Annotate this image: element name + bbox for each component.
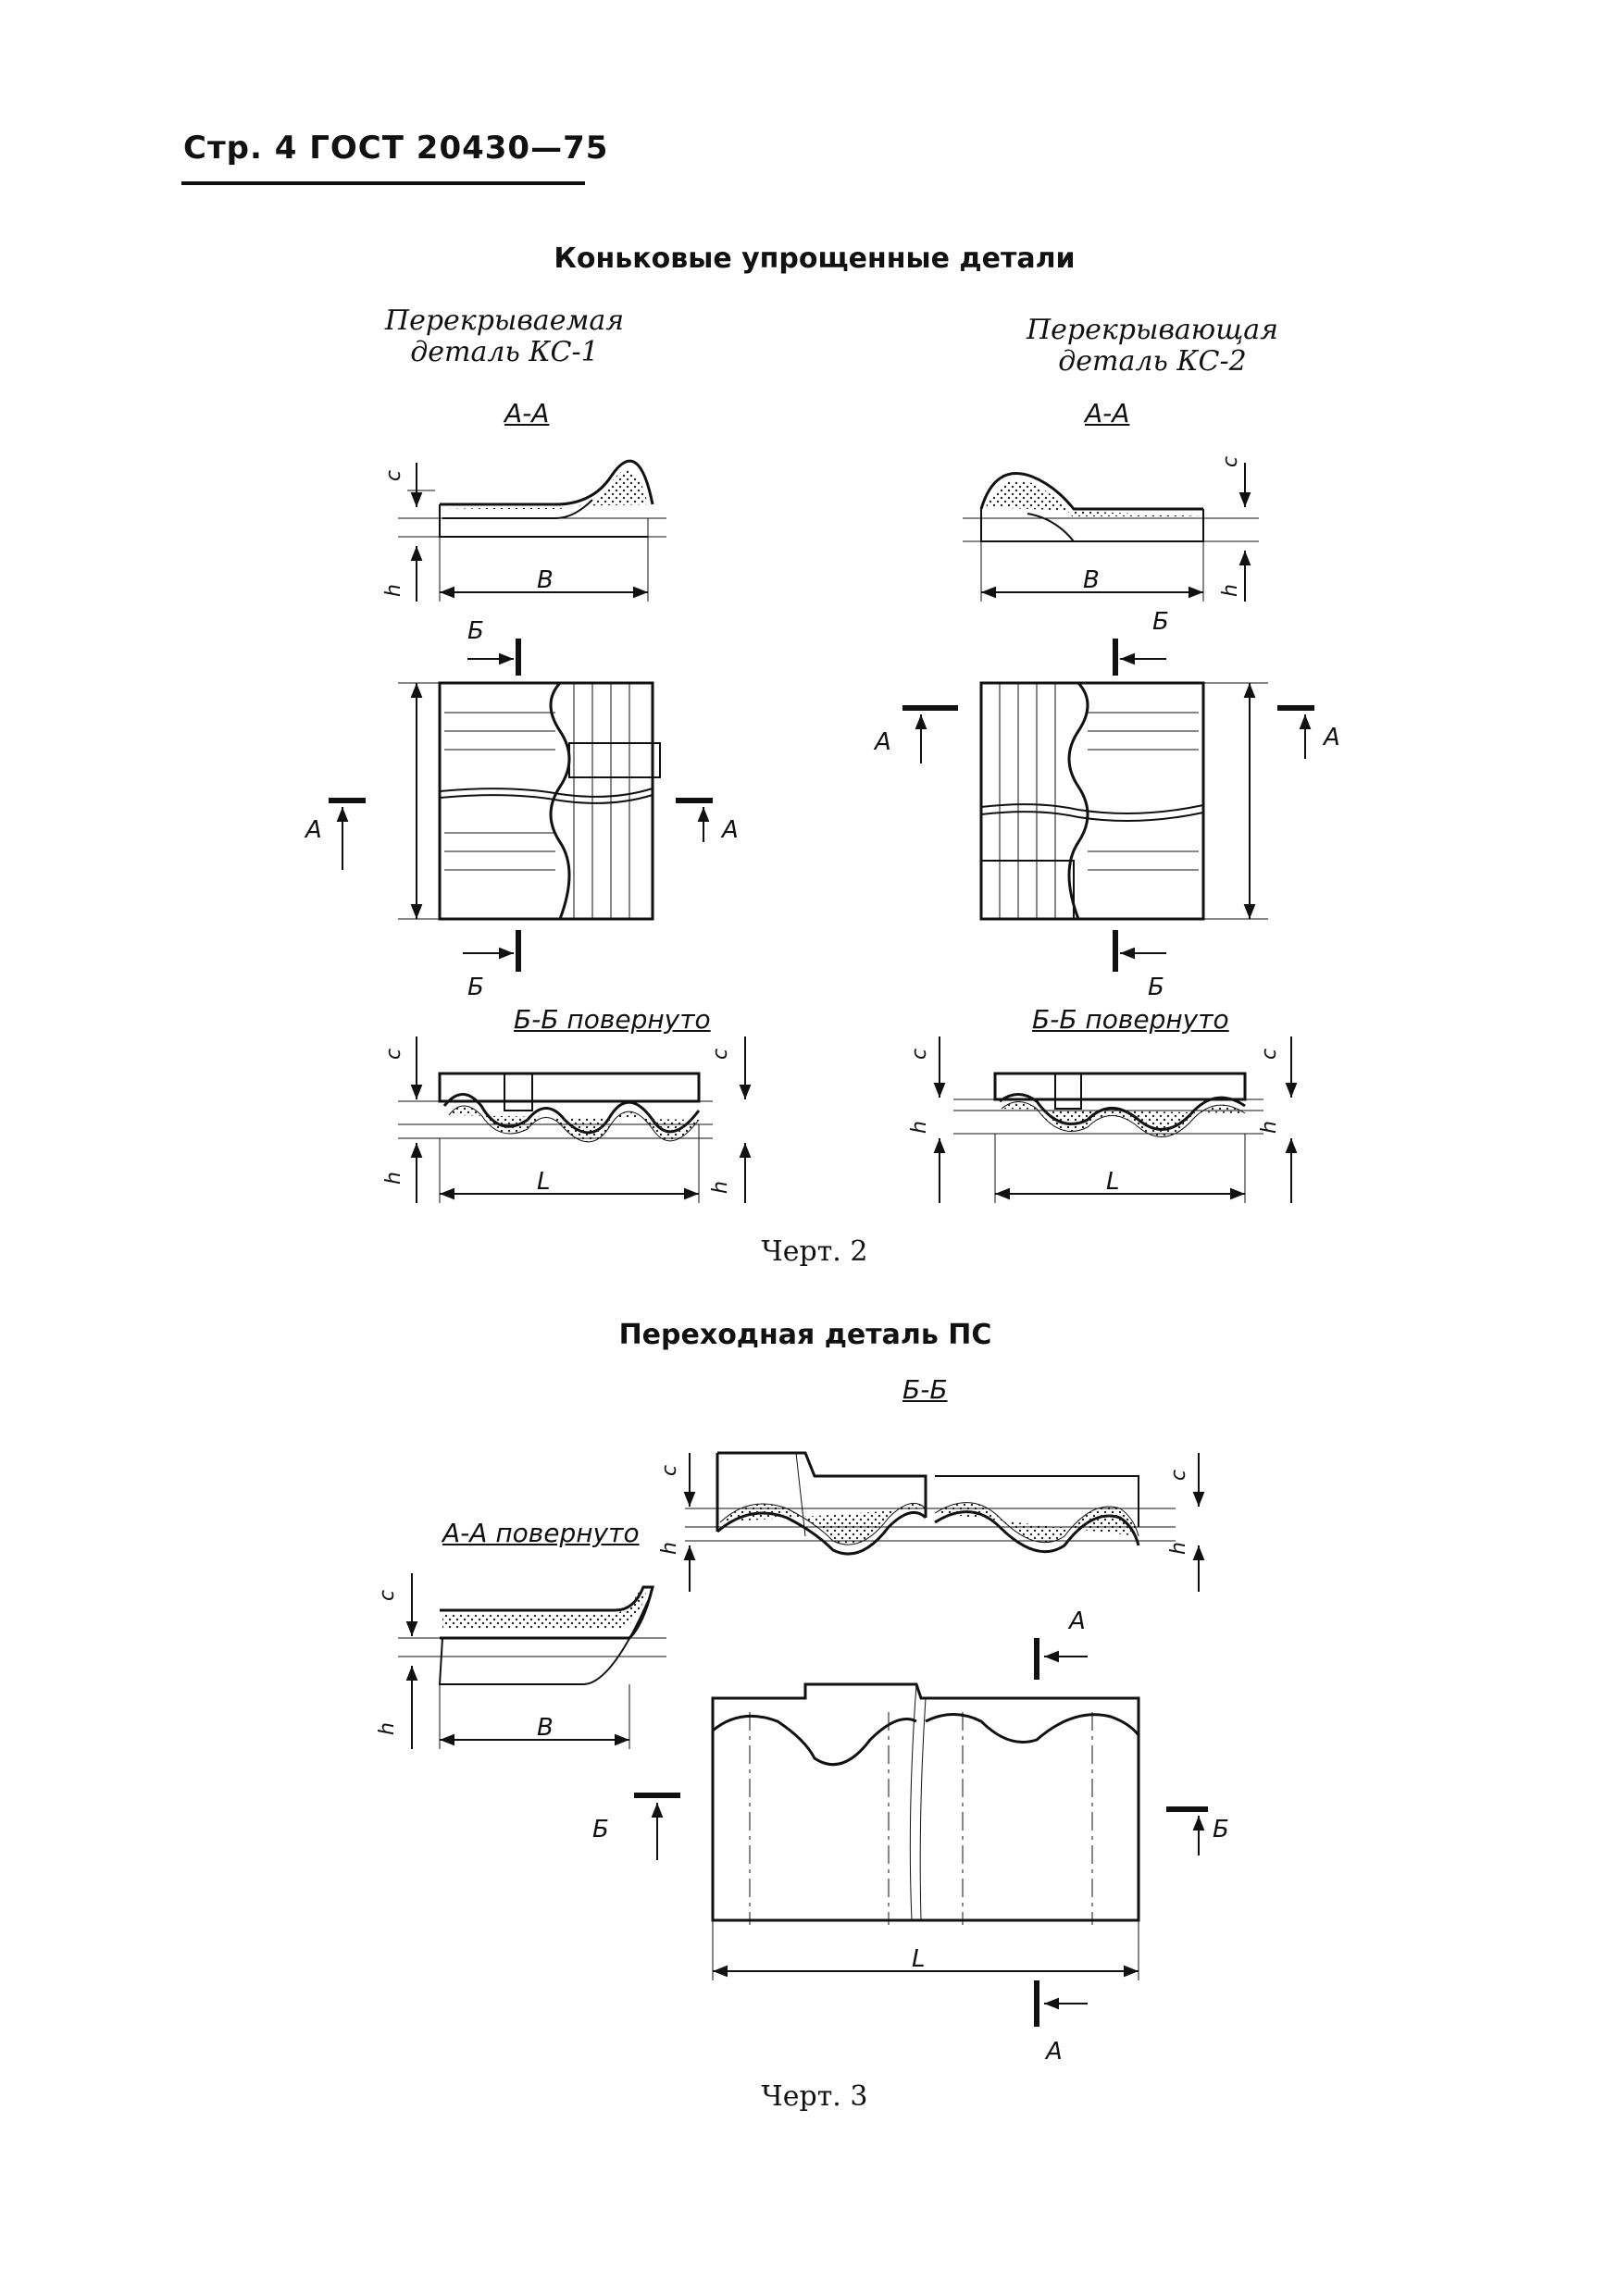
dim-h1-kc1-bb: h (709, 1181, 732, 1194)
page-header: Стр. 4 ГОСТ 20430—75 (183, 130, 609, 167)
kc1-section-bb (398, 1036, 752, 1203)
right-view-bb-label: Б-Б повернуто (1032, 1004, 1229, 1035)
dim-b-pc: B (537, 1714, 554, 1742)
dim-l-pc: L (912, 1945, 926, 1973)
mark-a-pc-bottom: A (1044, 2038, 1063, 2066)
kc2-plan (902, 639, 1314, 972)
kc2-section-bb (933, 1036, 1298, 1203)
kc1-section-aa (398, 459, 666, 602)
view-bb-label: Б-Б (902, 1374, 948, 1405)
dim-b-kc1: B (537, 566, 554, 594)
dim-c-pc-bb-right: c (1167, 1470, 1190, 1481)
dim-c-kc1-bb-right: c (709, 1049, 732, 1060)
dim-h1-pc-bb: h (658, 1542, 681, 1555)
left-view-aa-label: А-А (504, 398, 550, 428)
dim-h-kc2-bb: h (1258, 1121, 1281, 1134)
mark-b-kc2-bottom: Б (1148, 974, 1164, 1001)
dim-c-kc1-bb-left: c (382, 1049, 405, 1060)
pc-section-bb (683, 1451, 1205, 1592)
mark-a-kc1-left: A (304, 816, 322, 844)
figure2-caption: Черт. 2 (761, 1235, 868, 1268)
dim-h-pc-aa: h (376, 1722, 399, 1735)
dim-b-kc2: B (1083, 566, 1100, 594)
mark-a-kc2-left: A (873, 728, 891, 756)
section2-title: Переходная деталь ПС (618, 1319, 992, 1351)
dim-l-kc1-bb: L (537, 1168, 551, 1196)
pc-section-aa (398, 1573, 666, 1749)
dim-c-pc-aa: c (376, 1590, 399, 1601)
dim-c-kc1-aa: c (382, 470, 405, 481)
kc2-section-aa (963, 463, 1259, 602)
header-rule (181, 181, 585, 185)
dim-h-kc1-aa: h (382, 584, 405, 597)
dim-c-pc-bb-left: c (658, 1465, 681, 1476)
dim-c-kc2-bb-right: c (1258, 1049, 1281, 1060)
dim-c-kc2-aa: c (1219, 456, 1242, 467)
dim-c-kc2-bb-left: c (908, 1049, 931, 1060)
mark-b-kc2-top: Б (1152, 608, 1169, 636)
right-view-aa-label: А-А (1085, 398, 1130, 428)
dim-l-kc2-bb: L (1106, 1168, 1120, 1196)
mark-b-pc-right: Б (1213, 1816, 1229, 1843)
pc-plan (634, 1638, 1208, 2027)
right-part-caption: Перекрывающая деталь КС-2 (1027, 314, 1278, 378)
figure3-caption: Черт. 3 (761, 2080, 868, 2113)
mark-a-kc1-right: A (720, 816, 739, 844)
left-part-caption: Перекрываемая деталь КС-1 (384, 304, 625, 368)
dim-h-kc2-aa: h (1219, 584, 1242, 597)
mark-b-kc1-top: Б (467, 617, 484, 645)
left-view-bb-label: Б-Б повернуто (514, 1004, 711, 1035)
mark-a-pc-top: A (1067, 1607, 1086, 1635)
section1-title: Коньковые упрощенные детали (554, 242, 1076, 275)
mark-a-kc2-right: A (1322, 724, 1340, 751)
dim-h-pc-bb: h (1167, 1542, 1190, 1555)
mark-b-pc-left: Б (592, 1816, 609, 1843)
mark-b-kc1-bottom: Б (467, 974, 484, 1001)
kc1-plan (329, 639, 713, 972)
dim-h1-kc2-bb: h (908, 1121, 931, 1134)
dim-h-kc1-bb: h (382, 1172, 405, 1185)
view-aa-rotated-label: А-А повернуто (442, 1518, 640, 1548)
